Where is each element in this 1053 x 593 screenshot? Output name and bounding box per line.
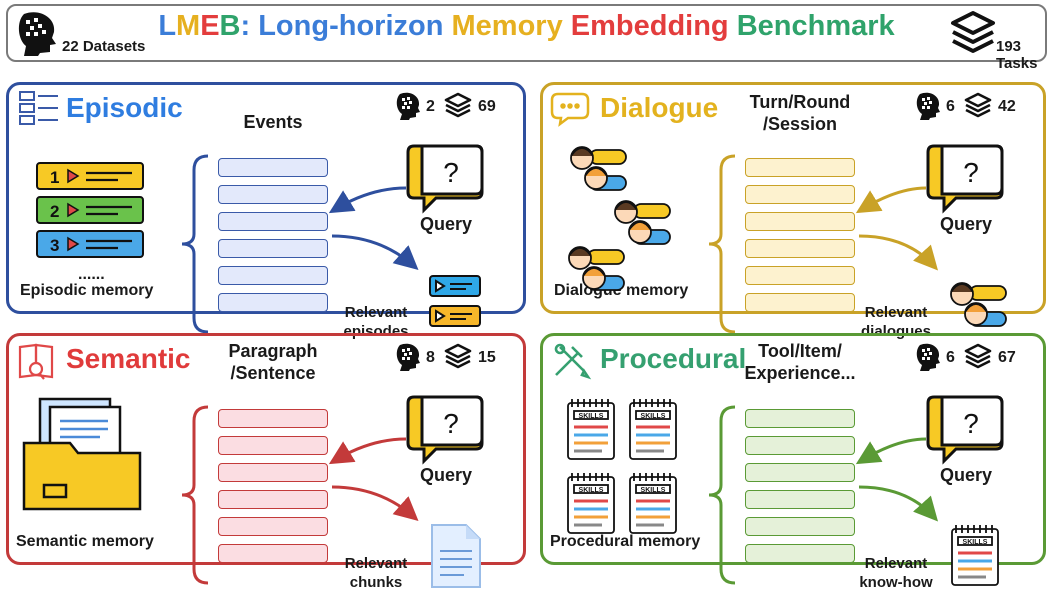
semantic-panel [6, 333, 526, 565]
semantic-column-label: Paragraph/Sentence [228, 341, 318, 383]
svg-text:SKILLS: SKILLS [963, 539, 988, 546]
procedural-tasks-count: 67 [998, 349, 1016, 366]
episodic-memory-bar [218, 158, 328, 177]
dialogue-query-label: Query [939, 214, 993, 234]
header-frame [6, 4, 1047, 62]
svg-text:SKILLS: SKILLS [641, 487, 666, 494]
procedural-column-label: Tool/Item/Experience... [744, 341, 856, 383]
semantic-memory-bar [218, 517, 328, 536]
dialogue-panel [540, 82, 1046, 314]
svg-text:?: ? [443, 157, 459, 188]
procedural-title: Procedural [600, 343, 747, 374]
semantic-memory-bar [218, 436, 328, 455]
episodic-column-label: Events [243, 112, 303, 132]
episodic-datasets-count: 2 [426, 98, 435, 115]
episodic-tasks-count: 69 [478, 98, 496, 115]
dialogue-memory-bar [745, 239, 855, 258]
procedural-memory-bar [745, 409, 855, 428]
episodic-memory-bar [218, 212, 328, 231]
svg-text:?: ? [963, 157, 979, 188]
page-title: LMEB: Long-horizon Memory Embedding Benc… [0, 10, 1053, 43]
semantic-tasks-count: 15 [478, 349, 496, 366]
episodic-title: Episodic [66, 92, 183, 123]
semantic-memory-bar [218, 544, 328, 563]
procedural-memory-bar [745, 436, 855, 455]
title-part: L [158, 10, 177, 42]
episodic-ellipsis: ...... [78, 266, 105, 283]
semantic-title: Semantic [66, 343, 191, 374]
semantic-memory-bar [218, 409, 328, 428]
procedural-panel [540, 333, 1046, 565]
tasks-count: 193 Tasks [996, 38, 1038, 72]
semantic-memory-bar [218, 463, 328, 482]
title-part: M [176, 10, 201, 42]
episodic-memory-bar [218, 293, 328, 312]
datasets-count: 22 Datasets [62, 38, 146, 55]
episodic-query-label: Query [419, 214, 473, 234]
title-part: E [200, 10, 220, 42]
procedural-memory-bar [745, 490, 855, 509]
svg-text:3: 3 [50, 236, 59, 255]
title-part: Memory [451, 10, 571, 42]
title-part: Long-horizon [258, 10, 452, 42]
procedural-memory-bar [745, 544, 855, 563]
svg-text:SKILLS: SKILLS [641, 413, 666, 420]
dialogue-memory-bar [745, 266, 855, 285]
svg-text:?: ? [443, 408, 459, 439]
svg-text:SKILLS: SKILLS [579, 487, 604, 494]
title-part: : [240, 10, 259, 42]
procedural-datasets-count: 6 [946, 349, 955, 366]
semantic-memory-label: Semantic memory [16, 533, 154, 550]
dialogue-datasets-count: 6 [946, 98, 955, 115]
episodic-memory-bar [218, 185, 328, 204]
svg-text:2: 2 [50, 202, 59, 221]
procedural-memory-bar [745, 517, 855, 536]
procedural-memory-bar [745, 463, 855, 482]
title-part: B [219, 10, 241, 42]
semantic-memory-bar [218, 490, 328, 509]
episodic-memory-bar [218, 266, 328, 285]
procedural-memory-label: Procedural memory [550, 533, 701, 550]
dialogue-memory-bar [745, 185, 855, 204]
dialogue-memory-bar [745, 212, 855, 231]
svg-text:SKILLS: SKILLS [579, 413, 604, 420]
svg-text:1: 1 [50, 168, 59, 187]
episodic-memory-bar [218, 239, 328, 258]
episodic-memory-label: Episodic memory [20, 282, 154, 299]
title-part: Embedding [570, 10, 737, 42]
dialogue-memory-bar [745, 293, 855, 312]
dialogue-title: Dialogue [600, 92, 719, 123]
svg-text:?: ? [963, 408, 979, 439]
dialogue-memory-bar [745, 158, 855, 177]
episodic-panel [6, 82, 526, 314]
semantic-datasets-count: 8 [426, 349, 435, 366]
dialogue-tasks-count: 42 [998, 98, 1016, 115]
title-part: Benchmark [736, 10, 895, 42]
semantic-query-label: Query [419, 465, 473, 485]
dialogue-column-label: Turn/Round/Session [749, 92, 851, 134]
procedural-query-label: Query [939, 465, 993, 485]
